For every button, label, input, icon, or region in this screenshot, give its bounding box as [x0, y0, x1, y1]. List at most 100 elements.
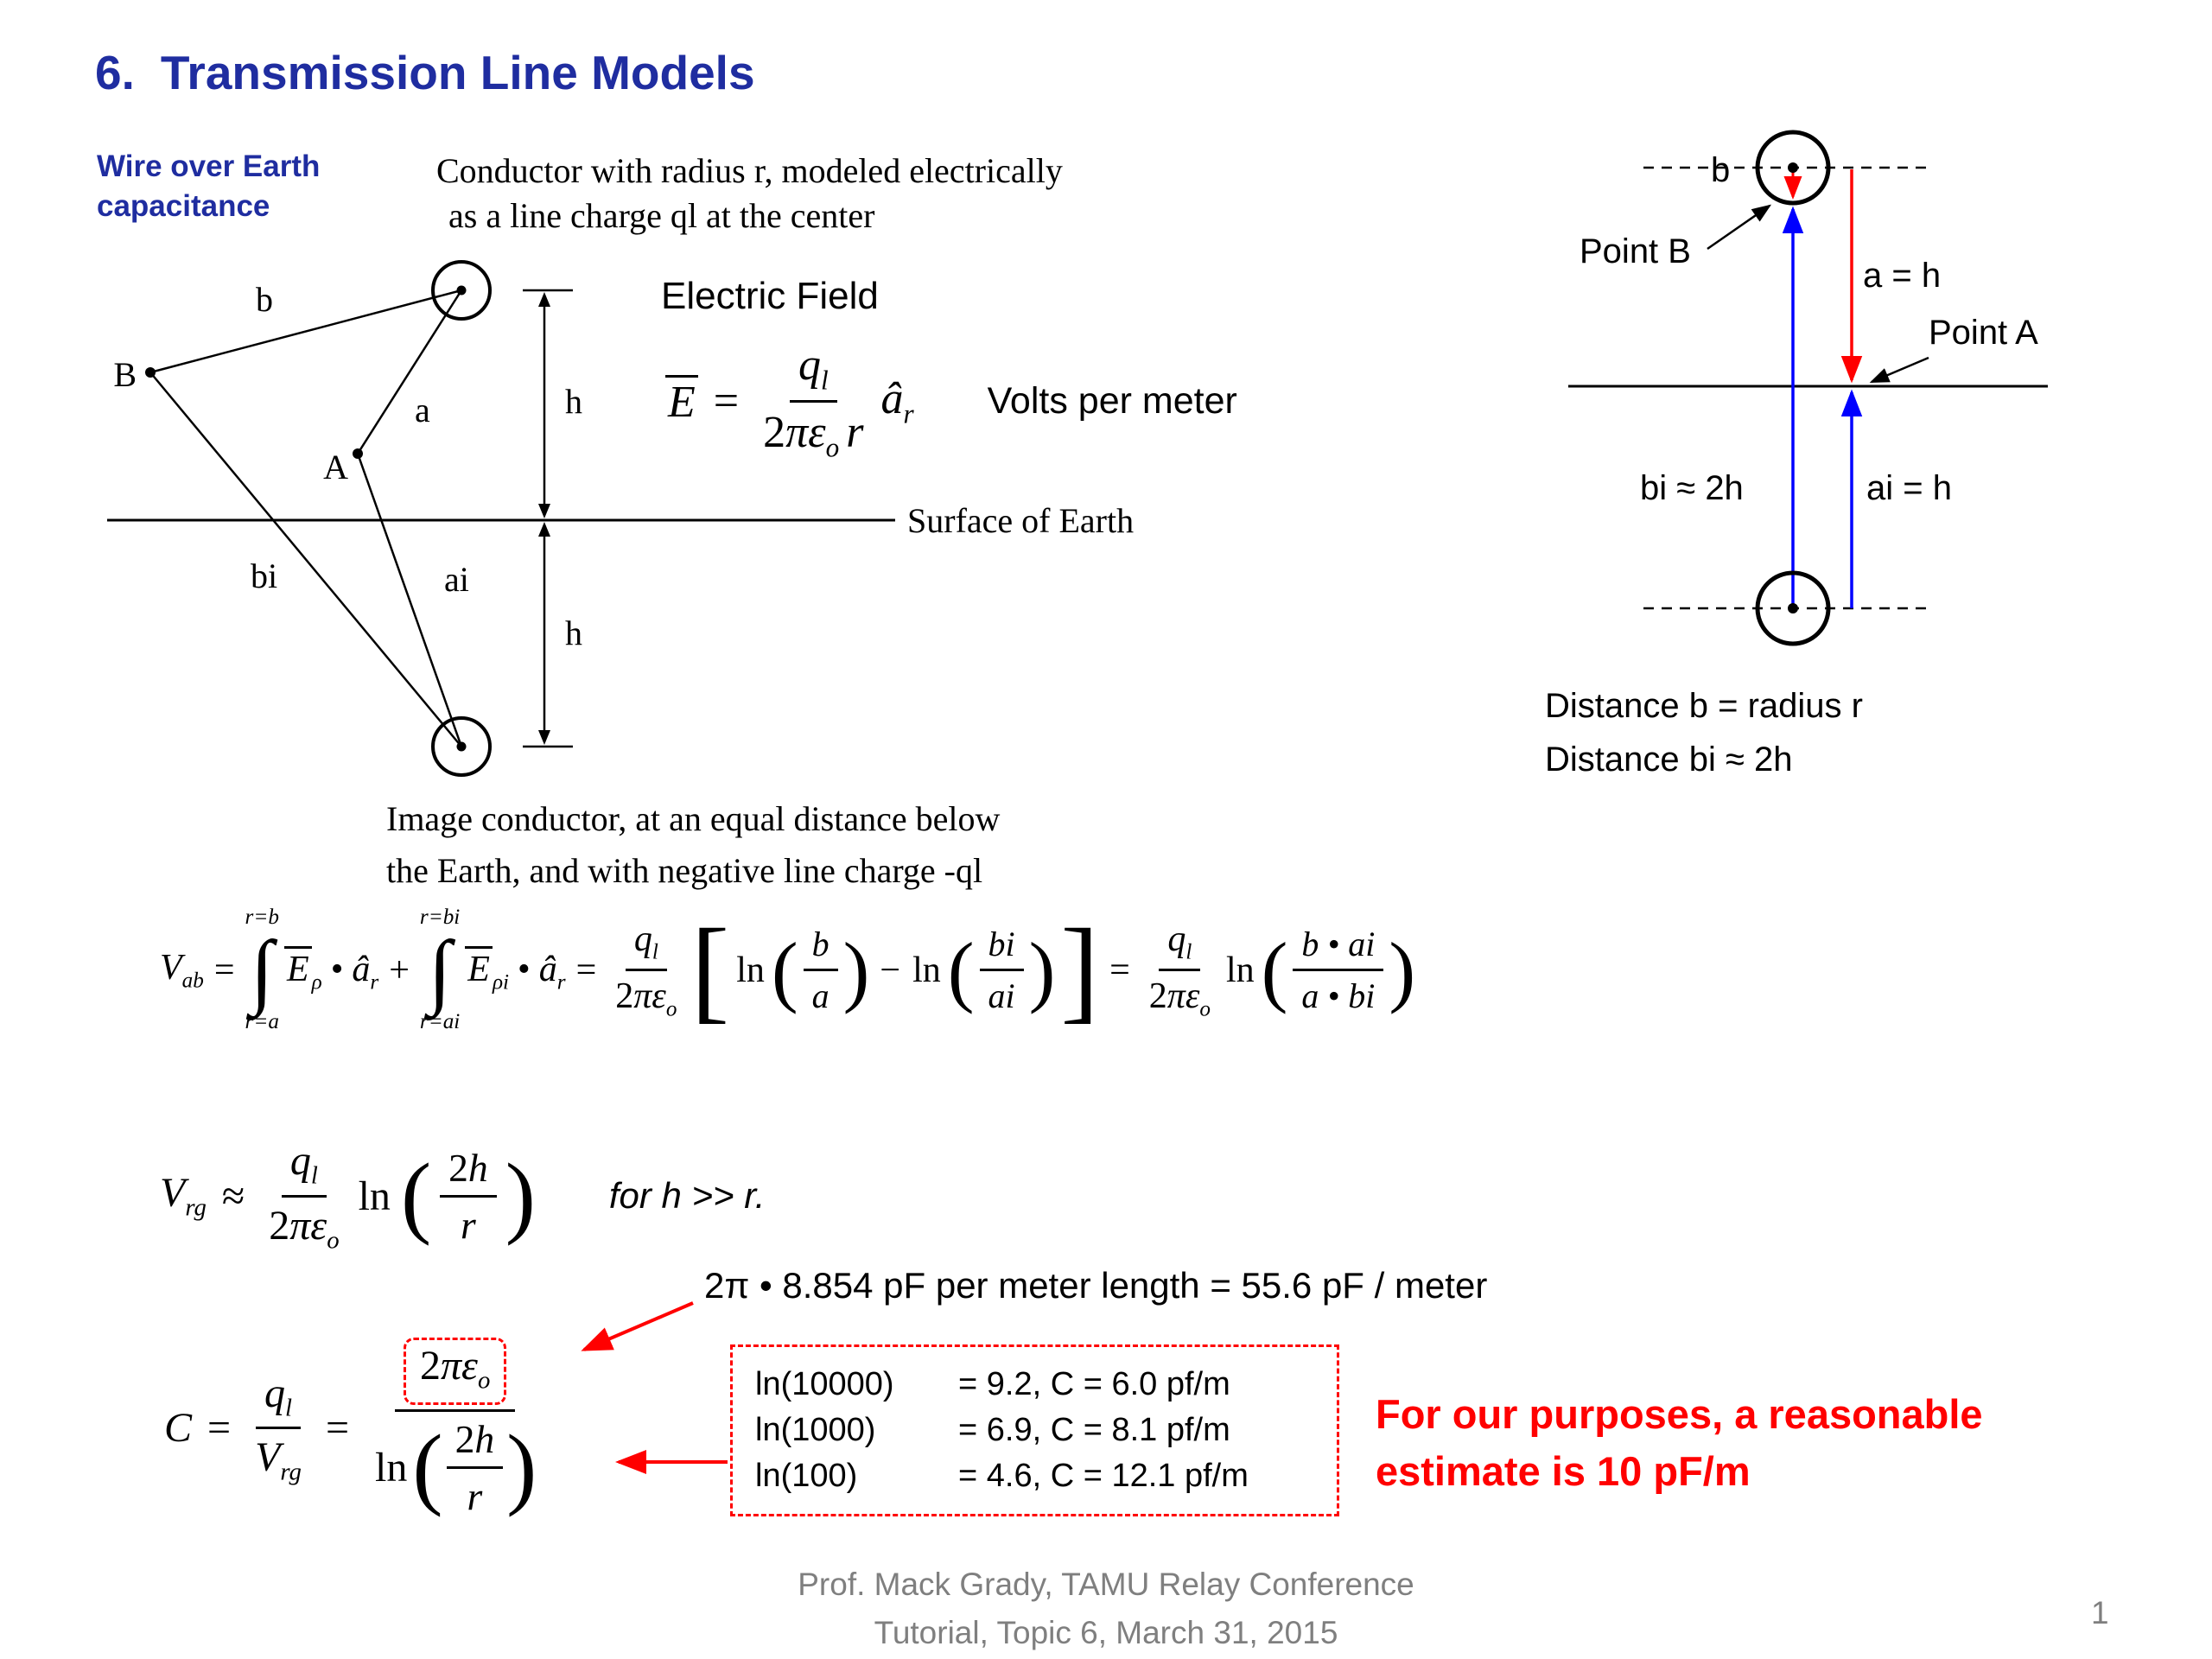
- arrowhead-up: [538, 292, 550, 307]
- o-subscript: o: [825, 432, 840, 463]
- two: 2: [763, 408, 786, 458]
- equals-operator: =: [325, 1405, 350, 1452]
- left-paren: (: [400, 1145, 432, 1247]
- page-title: 6. Transmission Line Models: [95, 45, 755, 100]
- fraction-2h-r: 2h r: [440, 1145, 497, 1248]
- conductor-caption: Conductor with radius r, modeled electri…: [436, 149, 1063, 238]
- image-caption-line1: Image conductor, at an equal distance be…: [386, 799, 1001, 838]
- ln-operator: ln: [912, 950, 941, 990]
- title-number: 6.: [95, 46, 135, 99]
- ai-symbol: ai: [988, 976, 1015, 1016]
- q-symbol: q: [798, 340, 821, 390]
- Vab-term: Vab: [160, 947, 204, 993]
- capacitance-equation: C = ql Vrg = 2πεo ln ( 2h r ): [164, 1338, 545, 1519]
- fraction-bi-ai: bi ai: [979, 924, 1024, 1016]
- dot-operator: •: [330, 949, 344, 989]
- a-hat-symbol: â: [538, 949, 557, 989]
- estimate-note-line2: estimate is 10 pF/m: [1376, 1447, 1751, 1494]
- conductor-circle-right: [1755, 130, 1831, 206]
- label-B: B: [113, 355, 137, 394]
- E-symbol: E: [668, 378, 696, 428]
- h-symbol: h: [467, 1145, 488, 1190]
- V-symbol: V: [255, 1434, 281, 1481]
- title-text: Transmission Line Models: [160, 46, 755, 99]
- footer-line1: Prof. Mack Grady, TAMU Relay Conference: [798, 1567, 1414, 1602]
- wire-over-earth-diagram: b B a A bi ai h h Surface of Earth: [107, 260, 1134, 777]
- integral-2: r=bi ∫ r=ai: [420, 906, 460, 1035]
- line-bi: [149, 372, 462, 747]
- distance-diagram: b Point B a = h Point A bi ≈ 2h ai = h D…: [1545, 130, 2048, 779]
- h-symbol: h: [474, 1416, 495, 1461]
- arrow-to-2pieps-box: [581, 1301, 694, 1351]
- surface-of-earth-label: Surface of Earth: [907, 501, 1134, 540]
- right-paren: ): [1389, 925, 1416, 1014]
- o-subscript: o: [1199, 997, 1211, 1021]
- two: 2: [1148, 976, 1167, 1017]
- V-symbol: V: [160, 1170, 186, 1217]
- point-A-dot: [353, 448, 363, 459]
- two: 2: [615, 976, 634, 1017]
- r-subscript: r: [556, 970, 566, 995]
- arrowhead-down: [538, 504, 550, 518]
- fraction-bai-abi: b • ai a • bi: [1293, 924, 1384, 1016]
- arrowhead-down2: [538, 730, 550, 745]
- conductor-center-dot: [1788, 162, 1798, 173]
- line-b: [149, 289, 462, 374]
- l-subscript: l: [1185, 940, 1192, 964]
- a-hat-symbol: â: [352, 949, 371, 989]
- estimate-note-line1: For our purposes, a reasonable: [1376, 1391, 1983, 1437]
- left-paren: (: [771, 925, 798, 1014]
- right-bracket: ]: [1060, 905, 1100, 1034]
- rhoi-subscript: ρi: [492, 970, 510, 995]
- r-symbol: r: [461, 1202, 476, 1247]
- ln-expr: ln(1000): [755, 1412, 876, 1448]
- unit-vector-term: âr: [880, 373, 913, 429]
- pi-epsilon: πε: [1166, 976, 1200, 1017]
- a-eq-h-label: a = h: [1863, 257, 1941, 295]
- ai-eq-h-label: ai = h: [1866, 469, 1952, 507]
- pi-epsilon: πε: [785, 408, 826, 458]
- E-symbol: E: [286, 949, 309, 989]
- integral-1: r=b ∫ r=a: [245, 906, 279, 1035]
- fraction-ql-2pieps: ql 2πεo: [260, 1137, 347, 1255]
- point-b-label: Point B: [1580, 232, 1691, 270]
- l-subscript: l: [820, 365, 829, 396]
- equals-operator: =: [575, 950, 597, 990]
- arrowhead-up2: [538, 522, 550, 537]
- q-symbol: q: [264, 1370, 286, 1416]
- left-bracket: [: [690, 905, 730, 1034]
- integral-sign: ∫: [428, 923, 452, 1016]
- condition-label: for h >> r.: [608, 1175, 766, 1217]
- page-number: 1: [2091, 1595, 2109, 1630]
- q-symbol: q: [633, 918, 652, 959]
- ln-operator: ln: [1225, 950, 1255, 990]
- b-dot-ai: b • ai: [1301, 925, 1376, 964]
- fraction-ql-Vrg: ql Vrg: [246, 1370, 310, 1487]
- volts-per-meter-label: Volts per meter: [987, 380, 1237, 423]
- equals-operator: =: [713, 377, 740, 427]
- image-charge-dot: [456, 741, 467, 752]
- electric-field-title: Electric Field: [661, 275, 879, 317]
- left-paren: (: [412, 1416, 443, 1518]
- integral-upper-limit: r=bi: [419, 906, 461, 929]
- a-dot-bi: a • bi: [1301, 976, 1376, 1016]
- right-paren: ): [505, 1145, 536, 1247]
- equals-operator: =: [213, 950, 235, 990]
- line-charge-dot: [456, 285, 467, 296]
- ln-operator: ln: [736, 950, 765, 990]
- E-bar-term: E: [665, 375, 698, 428]
- line-a: [356, 289, 463, 454]
- right-paren: ): [506, 1416, 537, 1518]
- rg-subscript: rg: [185, 1193, 207, 1222]
- r-subscript: r: [903, 398, 914, 429]
- image-center-dot: [1788, 603, 1798, 613]
- distance-b-note: Distance b = radius r: [1545, 687, 1863, 725]
- vrg-equation: Vrg ≈ ql 2πεo ln ( 2h r ) for h >> r.: [160, 1137, 765, 1255]
- ln-expr: ln(10000): [755, 1366, 894, 1402]
- wire-heading-line1: Wire over Earth: [97, 149, 321, 183]
- equals-operator: =: [207, 1405, 232, 1452]
